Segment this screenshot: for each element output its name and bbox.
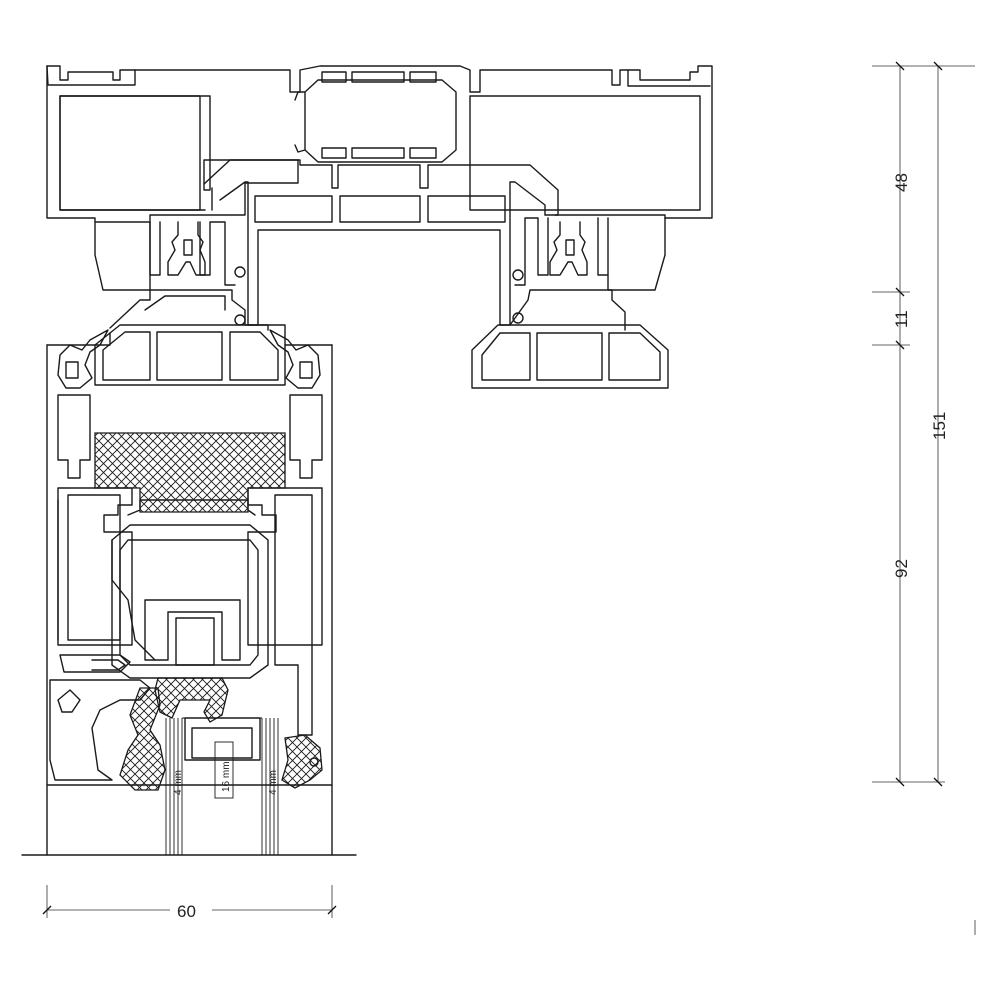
insulated-glass-unit [165, 717, 319, 855]
total-dimension-label: 151 [930, 412, 949, 440]
width-dimension-label: 60 [177, 902, 196, 921]
pane-right-label: 4 mm [268, 770, 279, 795]
left-sash-head [94, 289, 286, 386]
insulation-hatching [94, 432, 323, 791]
width-dimension [42, 885, 337, 918]
middle-dimension-label: 11 [892, 310, 911, 328]
cavity-label: 16 mm [221, 761, 232, 792]
upper-dimension-label: 48 [892, 173, 911, 192]
thermal-break-insulation [94, 432, 286, 513]
lower-dimension-label: 92 [892, 559, 911, 578]
pane-left-label: 4 mm [173, 770, 184, 795]
right-glazing-seal [281, 734, 323, 789]
right-sash-head [471, 289, 669, 389]
vertical-dimensions [872, 61, 976, 935]
left-glazing-seal [119, 687, 166, 791]
top-frame-profile [46, 65, 713, 326]
bottom-glazing-gasket [154, 677, 229, 723]
